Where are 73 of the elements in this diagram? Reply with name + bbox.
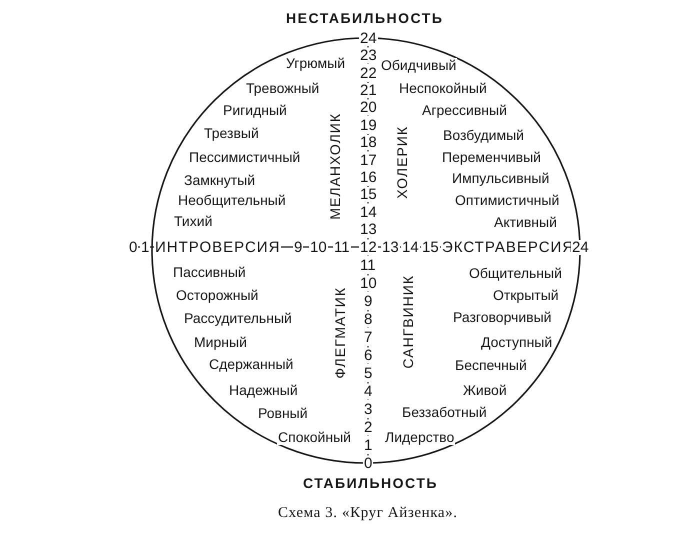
trait-label: Возбудимый	[442, 128, 525, 143]
trait-label: Импульсивный	[451, 171, 550, 186]
trait-label: Тревожный	[245, 81, 320, 96]
temperament-label: МЕЛАНХОЛИК	[328, 112, 343, 221]
scale-number: 10	[359, 276, 378, 291]
trait-label: Беспечный	[454, 358, 528, 373]
scale-number: 8	[363, 312, 374, 327]
trait-label: Лидерство	[384, 430, 456, 445]
scale-number: 7	[363, 330, 374, 345]
trait-label: Переменчивый	[441, 150, 542, 165]
scale-number: 21	[359, 83, 378, 98]
trait-label: Необщительный	[177, 193, 287, 208]
trait-label: Доступный	[480, 335, 554, 350]
trait-label: Угрюмый	[285, 56, 346, 71]
scale-number: 0	[363, 456, 374, 471]
scale-number: 11	[359, 258, 377, 273]
scale-number: 9	[293, 240, 304, 255]
trait-label: Тихий	[173, 214, 214, 229]
scale-number: 14	[359, 205, 378, 220]
scale-number: 12	[359, 240, 378, 255]
scale-number: 14	[401, 240, 420, 255]
trait-label: Открытый	[492, 288, 560, 303]
trait-label: Обидчивый	[380, 58, 458, 73]
scale-number: 2	[363, 420, 374, 435]
trait-label: Пассивный	[172, 265, 247, 280]
trait-label: Неспокойный	[398, 81, 488, 96]
trait-label: Пессимистичный	[188, 150, 302, 165]
trait-label: Мирный	[193, 335, 248, 350]
scale-number: 17	[359, 153, 378, 168]
temperament-label: ХОЛЕРИК	[395, 125, 410, 200]
pole-label: СТАБИЛЬНОСТЬ	[302, 476, 439, 491]
trait-label: Оптимистичный	[454, 193, 560, 208]
trait-label: Активный	[493, 215, 558, 230]
caption: Схема 3. «Круг Айзенка».	[277, 506, 459, 521]
temperament-label: ФЛЕГМАТИК	[333, 286, 348, 380]
trait-label: Ригидный	[222, 103, 288, 118]
scale-number: 13	[359, 222, 378, 237]
scale-number: 24	[359, 31, 378, 46]
trait-label: Агрессивный	[421, 103, 508, 118]
scale-number: 1	[140, 240, 150, 255]
pole-label: НЕСТАБИЛЬНОСТЬ	[285, 11, 444, 26]
scale-number: 6	[363, 348, 374, 363]
trait-label: Беззаботный	[401, 405, 488, 420]
scale-number: 1	[363, 438, 374, 453]
scale-number: 0	[128, 240, 138, 255]
scale-number: 3	[363, 402, 374, 417]
scale-number: 18	[359, 135, 378, 150]
trait-label: Рассудительный	[183, 311, 293, 326]
scale-number: 9	[363, 294, 374, 309]
trait-label: Замкнутый	[183, 173, 256, 188]
scale-number: 4	[363, 384, 374, 399]
trait-label: Живой	[462, 383, 508, 398]
trait-label: Надежный	[228, 383, 299, 398]
trait-label: Разговорчивый	[452, 310, 552, 325]
scale-number: 11	[333, 240, 351, 255]
trait-label: Ровный	[257, 406, 309, 421]
scale-number: 20	[359, 100, 378, 115]
trait-label: Спокойный	[277, 430, 352, 445]
scale-number: 22	[359, 66, 378, 81]
scale-number: 10	[309, 240, 328, 255]
trait-label: Осторожный	[175, 288, 260, 303]
temperament-label: САНГВИНИК	[401, 274, 416, 370]
trait-label: Сдержанный	[208, 357, 294, 372]
scale-number: 23	[359, 48, 378, 63]
scale-number: 5	[363, 366, 374, 381]
axis-label: ИНТРОВЕРСИЯ	[154, 240, 282, 255]
trait-label: Трезвый	[203, 126, 260, 141]
scale-number: 15	[359, 187, 378, 202]
trait-label: Общительный	[468, 266, 563, 281]
scale-number: 19	[359, 118, 378, 133]
scale-number: 13	[381, 240, 400, 255]
scale-number: 16	[359, 170, 378, 185]
scale-number: 15	[421, 240, 440, 255]
